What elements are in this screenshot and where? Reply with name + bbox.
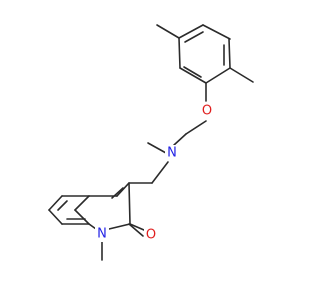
molecule-canvas: O N N O	[48, 24, 254, 261]
bond-23	[128, 182, 131, 225]
bond-20	[74, 209, 90, 225]
bond-19	[74, 195, 90, 211]
amine-nitrogen-label: N	[167, 146, 177, 161]
carbonyl-oxygen-bg	[144, 227, 158, 243]
amine-nitrogen-bg	[165, 145, 179, 161]
bond-13	[173, 133, 187, 146]
bond-21	[88, 223, 97, 230]
bond-5	[178, 37, 181, 69]
bond-31	[57, 200, 68, 211]
carbonyl-oxygen-label: O	[146, 228, 156, 243]
bond-28	[48, 195, 63, 211]
bond-9	[156, 24, 180, 39]
bond-2	[228, 38, 231, 69]
bond-14	[147, 142, 167, 154]
bond-15	[151, 161, 169, 184]
bond-22	[108, 223, 131, 230]
bond-10	[229, 67, 254, 83]
bond-25	[128, 223, 144, 237]
bond-29	[48, 209, 63, 225]
bond-4	[179, 67, 207, 84]
chemical-structure-diagram: O N N O	[48, 24, 254, 261]
atom-label-layer: O N N O	[95, 103, 214, 243]
ether-oxygen-label: O	[202, 104, 212, 119]
bond-layer	[48, 24, 254, 261]
bond-3	[205, 67, 231, 84]
bond-6	[184, 31, 204, 43]
bond-24	[129, 223, 145, 231]
bond-26	[111, 187, 124, 199]
bond-1	[202, 24, 231, 40]
bond-0	[178, 24, 204, 39]
bond-12	[185, 120, 207, 135]
bond-17	[116, 182, 130, 197]
ring-nitrogen-label: N	[97, 227, 107, 242]
ether-oxygen-bg	[200, 103, 214, 119]
ring-nitrogen-bg	[95, 226, 109, 242]
bond-8	[183, 66, 202, 78]
